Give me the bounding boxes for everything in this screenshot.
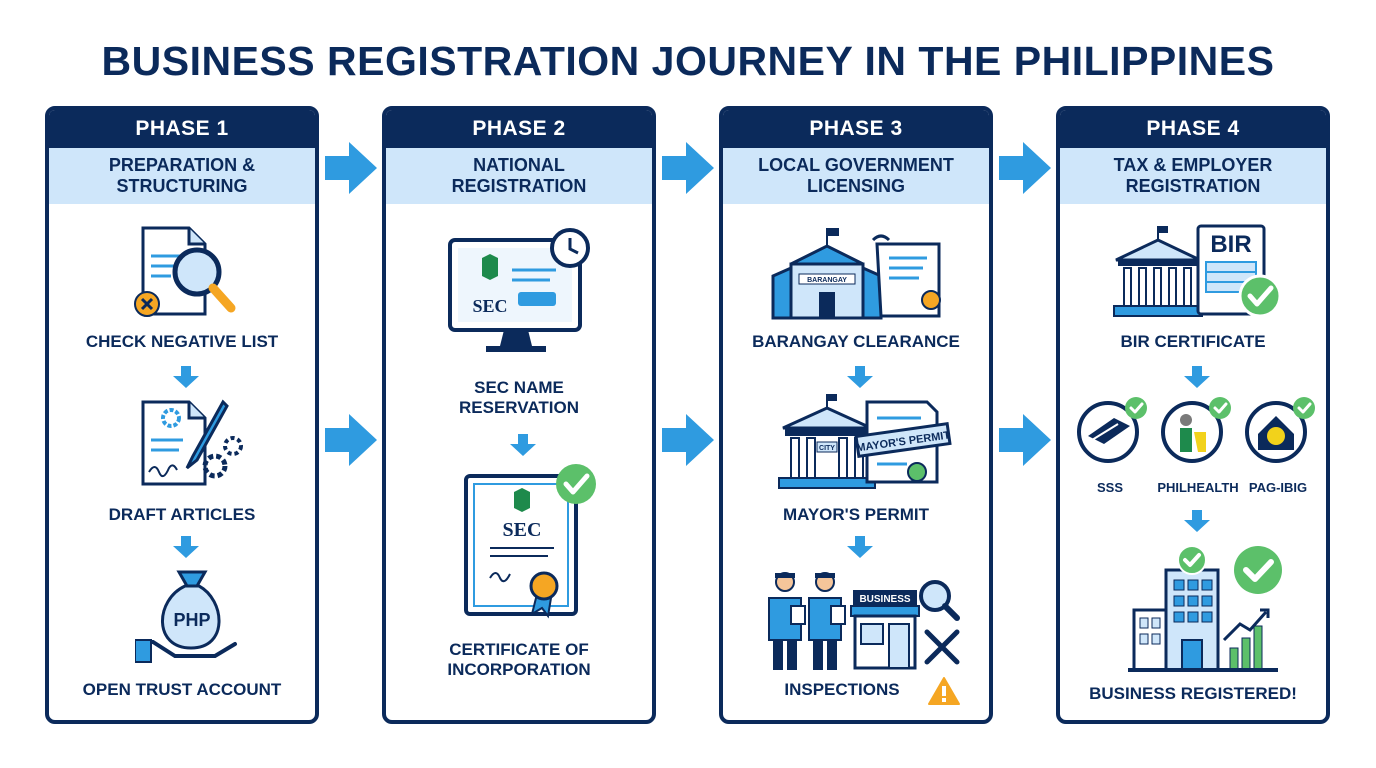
down-arrow-icon — [847, 536, 873, 558]
bir-building-check-icon: BIR — [1113, 224, 1282, 318]
phase-3-panel: PHASE 3 LOCAL GOVERNMENT LICENSING BARAN… — [719, 106, 993, 724]
agency-label-sss: SSS — [1096, 480, 1123, 495]
phase-subtitle: LOCAL GOVERNMENT LICENSING — [723, 148, 989, 204]
doc-text: BIR — [1210, 231, 1251, 258]
phase-subtitle: PREPARATION & STRUCTURING — [49, 148, 315, 204]
phase-heading: PHASE 4 — [1060, 110, 1326, 148]
down-arrow-icon — [510, 434, 536, 456]
document-pen-gears-icon — [141, 399, 243, 486]
phase-arrow-icon — [999, 142, 1051, 194]
badge-text: SEC — [503, 519, 542, 541]
phase-heading: PHASE 3 — [723, 110, 989, 148]
down-arrow-icon — [847, 366, 873, 388]
step-label: OPEN TRUST ACCOUNT — [82, 680, 282, 699]
inspectors-shop-icon: BUSINESS — [768, 572, 960, 670]
phase-arrow-icon — [325, 414, 377, 466]
shop-text: BUSINESS — [859, 594, 910, 605]
warning-icon — [928, 677, 960, 705]
phase-arrow-icon — [662, 414, 714, 466]
phase-arrow-icon — [999, 414, 1051, 466]
philhealth-logo-icon — [1161, 397, 1231, 463]
down-arrow-icon — [173, 366, 199, 388]
agency-label-pag-ibig: PAG-IBIG — [1248, 480, 1308, 495]
step-label: CHECK NEGATIVE LIST — [85, 332, 279, 351]
phase-arrow-icon — [662, 142, 714, 194]
bag-text: PHP — [173, 610, 210, 630]
city-hall-permit-icon: CITY MAYOR'S PERMIT — [778, 394, 952, 489]
step-label: CERTIFICATE OF INCORPORATION — [447, 640, 591, 679]
certificate-check-icon: SEC — [464, 464, 596, 619]
step-label: BARANGAY CLEARANCE — [752, 332, 960, 351]
down-arrow-icon — [173, 536, 199, 558]
money-bag-hand-icon: PHP — [135, 570, 237, 663]
phase-2-panel: PHASE 2 NATIONAL REGISTRATION SEC SEC NA… — [382, 106, 656, 724]
badge-text: SEC — [472, 296, 507, 316]
office-building-growth-icon — [1128, 545, 1282, 672]
phase-heading: PHASE 1 — [49, 110, 315, 148]
step-label: MAYOR'S PERMIT — [782, 505, 930, 524]
page-title: BUSINESS REGISTRATION JOURNEY IN THE PHI… — [101, 38, 1275, 84]
step-label: BUSINESS REGISTERED! — [1089, 684, 1297, 703]
agency-label-philhealth: PHILHEALTH — [1157, 480, 1239, 495]
phase-subtitle: TAX & EMPLOYER REGISTRATION — [1060, 148, 1326, 204]
pag-ibig-logo-icon — [1245, 397, 1315, 463]
step-label: BIR CERTIFICATE — [1120, 332, 1266, 351]
step-label: INSPECTIONS — [784, 680, 900, 699]
phase-4-panel: PHASE 4 TAX & EMPLOYER REGISTRATION BIR … — [1056, 106, 1330, 724]
step-label: SEC NAME RESERVATION — [459, 378, 579, 417]
down-arrow-icon — [1184, 510, 1210, 532]
barangay-hall-scroll-icon: BARANGAY — [771, 228, 941, 320]
step-label: DRAFT ARTICLES — [108, 505, 256, 524]
phase-arrow-icon — [325, 142, 377, 194]
document-magnifier-icon — [134, 226, 236, 317]
phase-heading: PHASE 2 — [386, 110, 652, 148]
monitor-clock-icon: SEC — [448, 228, 590, 352]
phase-1-panel: PHASE 1 PREPARATION & STRUCTURING CHECK … — [45, 106, 319, 724]
building-text: BARANGAY — [807, 277, 847, 284]
down-arrow-icon — [1184, 366, 1210, 388]
sss-logo-icon — [1077, 397, 1147, 463]
phase-subtitle: NATIONAL REGISTRATION — [386, 148, 652, 204]
building-text: CITY — [819, 445, 835, 452]
